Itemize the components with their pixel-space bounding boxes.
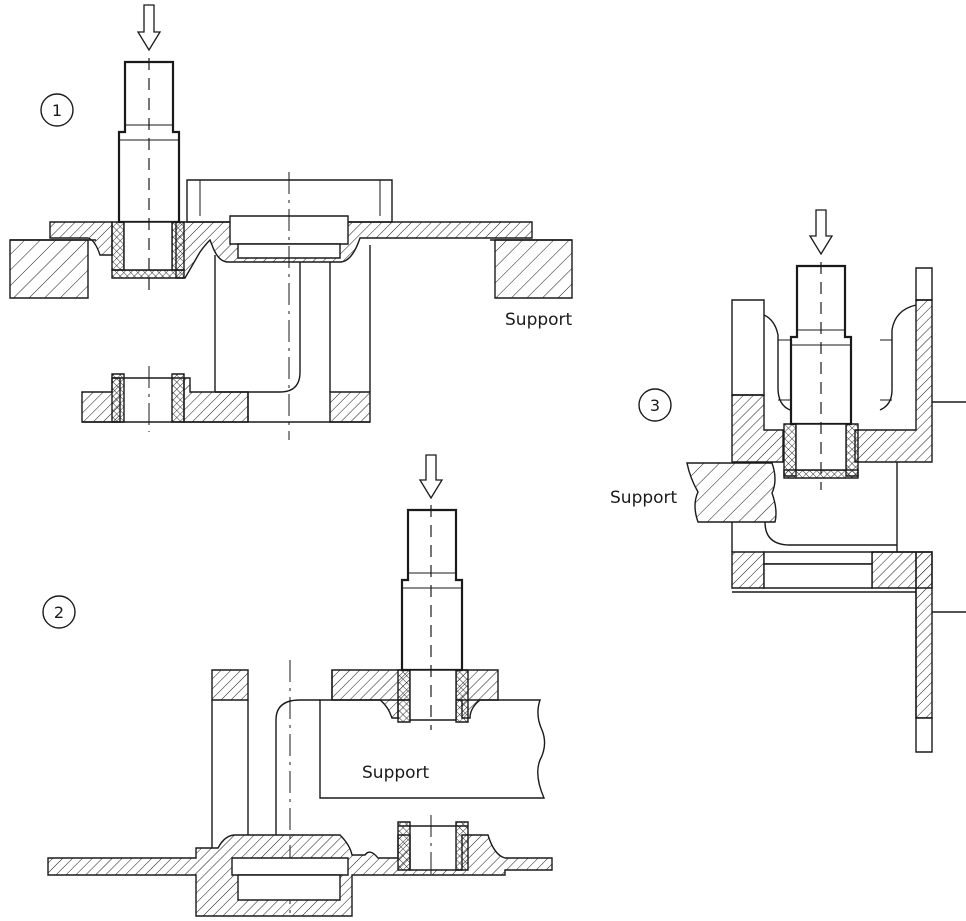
press-arrow-icon	[136, 4, 162, 52]
pin-step-1	[111, 58, 185, 290]
ground-support-left	[9, 239, 96, 299]
pin-step-3	[783, 262, 859, 490]
press-arrow-icon	[418, 454, 444, 500]
support-label-3: Support	[610, 488, 678, 508]
step-2-marker: 2	[42, 595, 76, 629]
step-3-group: 3 Support	[610, 209, 966, 753]
ground-support-right	[490, 239, 573, 299]
press-arrow-icon	[808, 209, 834, 256]
step-1-number: 1	[52, 101, 62, 120]
step-1-group: 1 Support	[9, 4, 573, 440]
step-3-number: 3	[650, 396, 660, 415]
step-2-group: 2 Support	[42, 454, 553, 918]
support-label-1: Support	[505, 310, 573, 330]
step-2-number: 2	[54, 603, 64, 622]
step-1-marker: 1	[40, 93, 74, 127]
step-3-marker: 3	[638, 388, 672, 422]
support-label-2: Support	[362, 763, 430, 783]
pin-step-2	[400, 505, 464, 730]
